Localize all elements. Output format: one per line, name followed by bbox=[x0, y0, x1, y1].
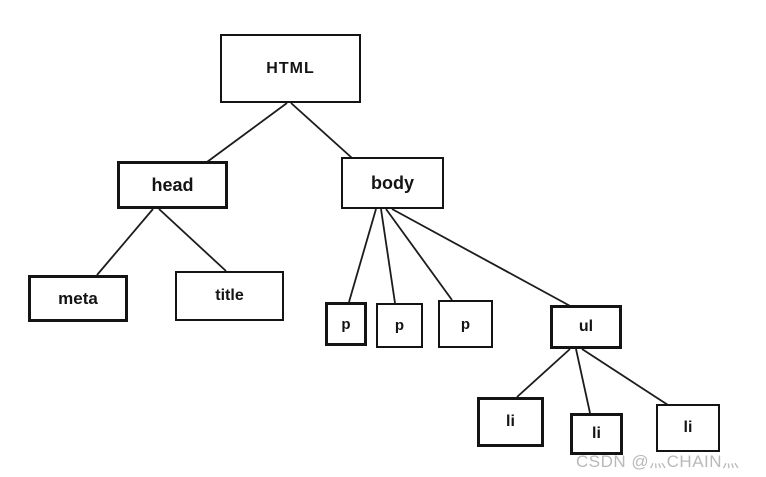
edge-body-ul bbox=[391, 208, 573, 308]
edge-html-body bbox=[290, 102, 353, 159]
edge-ul-li2 bbox=[575, 348, 591, 414]
edge-body-p2 bbox=[380, 208, 396, 304]
edge-body-p1 bbox=[348, 208, 377, 303]
tree-node-label: meta bbox=[58, 288, 98, 308]
tree-node-head: head bbox=[117, 161, 228, 209]
tree-node-label: p bbox=[460, 315, 471, 333]
edge-html-head bbox=[206, 102, 288, 163]
tree-node-body: body bbox=[341, 157, 444, 209]
tree-node-p-3: p bbox=[438, 300, 493, 348]
tree-node-ul: ul bbox=[550, 305, 622, 349]
csdn-watermark: CSDN @灬CHAIN灬 bbox=[576, 452, 740, 471]
tree-node-label: li bbox=[506, 413, 515, 430]
tree-node-p-2: p bbox=[376, 303, 423, 348]
tree-node-meta: meta bbox=[28, 275, 128, 322]
edge-ul-li3 bbox=[581, 348, 669, 406]
edge-body-p3 bbox=[385, 208, 453, 301]
edge-head-title bbox=[158, 208, 227, 272]
tree-node-label: li bbox=[683, 419, 693, 436]
tree-node-label: title bbox=[215, 287, 244, 304]
tree-node-label: p bbox=[341, 315, 351, 333]
tree-node-label: head bbox=[151, 174, 194, 195]
tree-node-li-1: li bbox=[477, 397, 544, 447]
edge-ul-li1 bbox=[516, 348, 571, 398]
tree-node-html: HTML bbox=[220, 34, 361, 103]
tree-node-label: body bbox=[371, 172, 414, 193]
tree-node-li-3: li bbox=[656, 404, 720, 452]
edge-head-meta bbox=[96, 208, 154, 276]
tree-node-label: ul bbox=[578, 318, 594, 335]
tree-node-label: HTML bbox=[266, 59, 315, 77]
tree-node-label: p bbox=[394, 317, 405, 334]
tree-node-li-2: li bbox=[570, 413, 623, 455]
tree-node-title: title bbox=[175, 271, 284, 321]
tree-node-p-1: p bbox=[325, 302, 367, 346]
tree-node-label: li bbox=[592, 425, 601, 442]
